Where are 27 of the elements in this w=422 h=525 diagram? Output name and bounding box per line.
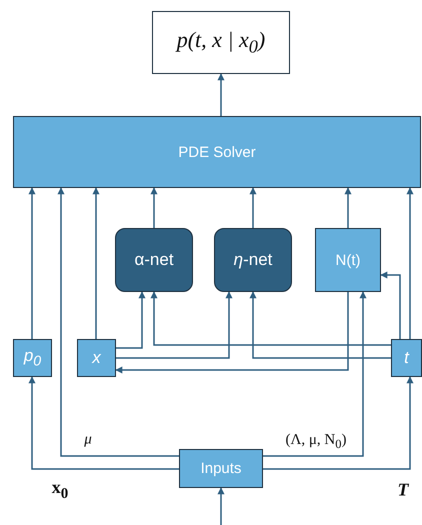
arrow	[28, 376, 179, 470]
arrow	[116, 291, 146, 349]
arrow	[116, 291, 232, 359]
arrow	[92, 187, 100, 339]
arrow	[344, 187, 352, 228]
arrow	[218, 73, 224, 116]
arrow	[115, 292, 349, 374]
process-box: t	[391, 339, 422, 377]
arrow	[250, 291, 391, 359]
arrow	[218, 487, 224, 525]
arrow	[58, 187, 179, 457]
arrow	[406, 187, 414, 339]
arrow	[263, 291, 366, 457]
arrow	[28, 187, 36, 339]
arrow	[250, 187, 256, 228]
process-box: N(t)	[315, 228, 381, 292]
process-box: PDE Solver	[13, 116, 421, 188]
output-box: p(t, x | x$_{0}$)	[152, 11, 290, 74]
network-box: η-net	[214, 228, 292, 292]
arrow	[150, 187, 158, 228]
process-box: Inputs	[179, 449, 263, 488]
network-box: α-net	[115, 228, 193, 292]
process-box: x	[77, 339, 116, 377]
process-box: p$_{0}$	[13, 339, 52, 377]
arrow	[150, 291, 391, 346]
arrow	[263, 376, 414, 470]
arrow	[380, 272, 401, 339]
